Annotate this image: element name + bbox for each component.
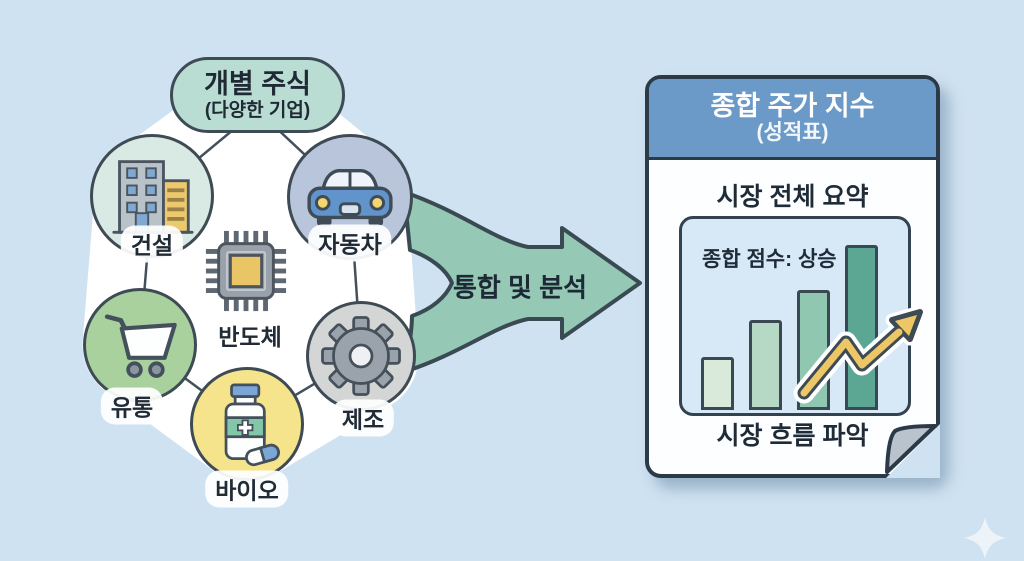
title-bubble-subtitle: (다양한 기업) bbox=[204, 99, 311, 121]
sector-circle-retail bbox=[83, 288, 197, 402]
report-card: 종합 주가 지수 (성적표) 시장 전체 요약 종합 점수: 상승 시장 흐름 … bbox=[645, 75, 940, 478]
report-card-header: 종합 주가 지수 (성적표) bbox=[649, 79, 936, 160]
medicine-bottle-icon bbox=[224, 383, 280, 467]
chip-icon bbox=[205, 230, 287, 312]
sector-label-car: 자동차 bbox=[308, 224, 392, 262]
sector-circle-construction bbox=[90, 134, 214, 258]
gear-icon bbox=[321, 316, 401, 396]
sector-label-construction: 건설 bbox=[120, 225, 184, 263]
report-card-subtitle: (성적표) bbox=[756, 121, 829, 145]
report-card-title: 종합 주가 지수 bbox=[710, 91, 875, 122]
bar bbox=[845, 245, 878, 410]
sparkle-icon bbox=[964, 517, 1006, 559]
bar bbox=[749, 320, 782, 410]
chart-caption: 종합 점수: 상승 bbox=[702, 248, 837, 271]
sector-label-bio: 바이오 bbox=[205, 470, 289, 508]
sector-circle-bio bbox=[190, 367, 304, 481]
flow-arrow-label: 통합 및 분석 bbox=[452, 272, 588, 303]
sector-label-manufacturing: 제조 bbox=[331, 399, 395, 437]
sector-label-chip: 반도체 bbox=[218, 324, 282, 350]
index-chart-box: 종합 점수: 상승 bbox=[679, 216, 911, 416]
market-flow-footer: 시장 흐름 파악 bbox=[716, 422, 869, 450]
trend-up-arrow-icon bbox=[793, 305, 927, 404]
title-bubble-title: 개별 주식 bbox=[204, 68, 311, 99]
market-summary-title: 시장 전체 요약 bbox=[716, 183, 869, 211]
bar bbox=[701, 357, 734, 410]
sector-circle-manufacturing bbox=[306, 301, 416, 411]
page-fold-icon bbox=[885, 424, 940, 478]
sector-chip bbox=[203, 228, 289, 314]
building-icon bbox=[112, 160, 194, 234]
car-icon bbox=[307, 169, 393, 227]
cart-icon bbox=[104, 314, 177, 378]
title-bubble: 개별 주식 (다양한 기업) bbox=[170, 57, 345, 133]
sector-label-retail: 유통 bbox=[100, 387, 164, 425]
